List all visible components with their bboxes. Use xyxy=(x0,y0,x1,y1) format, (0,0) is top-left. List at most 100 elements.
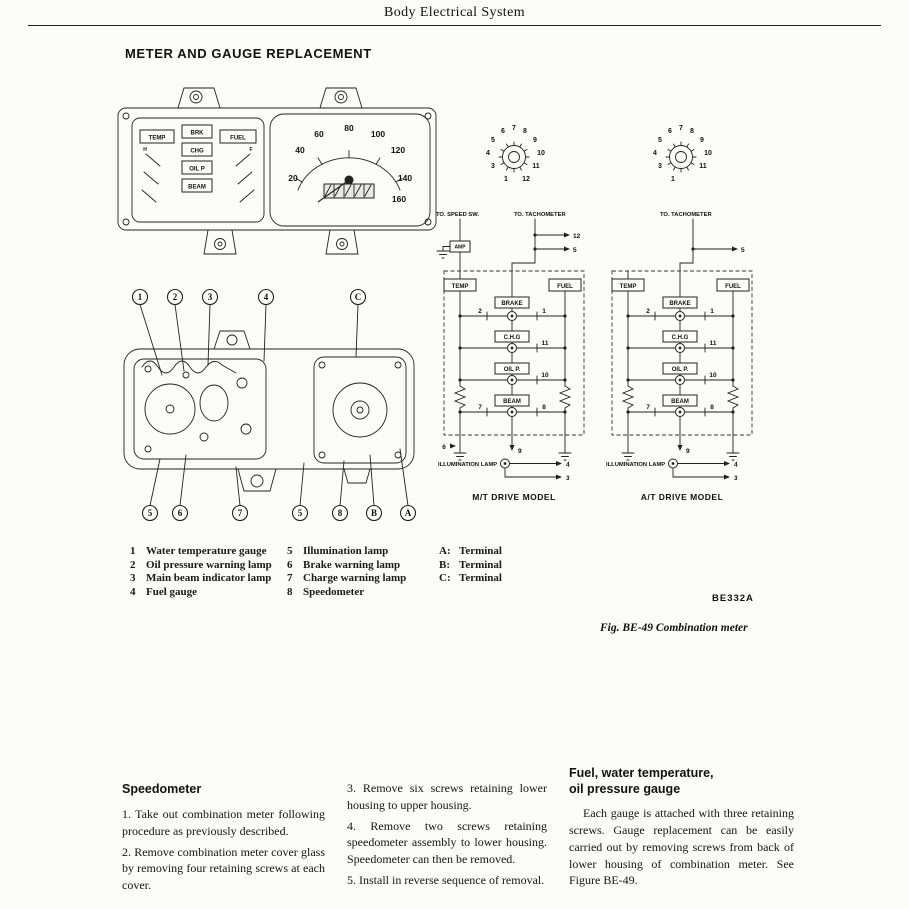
chg-label: C.H.G xyxy=(504,335,521,341)
callout-c: C xyxy=(355,292,362,302)
meter-boundary-dashed xyxy=(443,270,585,436)
terminal-4: 4 xyxy=(734,462,738,469)
brake-label: BRAKE xyxy=(669,301,690,307)
lamp-label-chg: CHG xyxy=(190,149,204,155)
step-4: 4. Remove two screws retaining speedomet… xyxy=(347,818,547,867)
label-to-speed-sw: TO. SPEED SW. xyxy=(436,212,479,218)
resistor-symbols xyxy=(453,385,572,409)
pin-3: 3 xyxy=(658,163,662,170)
dial-80: 80 xyxy=(344,123,354,133)
pin-12: 12 xyxy=(522,176,530,183)
brake-box xyxy=(662,296,698,309)
label-to-tachometer: TO. TACHOMETER xyxy=(514,212,566,218)
beam-box xyxy=(662,394,698,407)
figure-code: BE332A xyxy=(712,593,754,604)
gauge-openings xyxy=(144,361,402,459)
at-drive-caption: A/T DRIVE MODEL xyxy=(640,492,724,502)
pin-4: 4 xyxy=(653,150,657,157)
fuel-box xyxy=(716,278,750,292)
callout-1: 1 xyxy=(138,292,143,302)
lamp-label-fuel: FUEL xyxy=(230,136,246,142)
wiring-diagram-at: TO. TACHOMETER TEMP FUEL xyxy=(606,212,753,482)
connector-pinout-mt: 6 7 8 5 9 4 10 3 11 1 12 xyxy=(486,125,545,183)
terminal-10: 10 xyxy=(709,372,717,379)
pin-6: 6 xyxy=(668,128,672,135)
oilp-box xyxy=(494,362,530,375)
pin-11: 11 xyxy=(532,163,540,170)
fuel-gauge-f-mark: F xyxy=(249,147,252,153)
callouts-top: 1 2 3 4 C xyxy=(131,288,367,376)
fuel-gauge-needles xyxy=(235,153,255,203)
callout-a: A xyxy=(405,508,412,518)
column-fuel-gauge: Fuel, water temperature,oil pressure gau… xyxy=(569,766,794,898)
page-title: Body Electrical System xyxy=(384,5,525,20)
needle-hub xyxy=(344,175,354,185)
lamp-label-temp: TEMP xyxy=(149,136,166,142)
terminal-1: 1 xyxy=(710,308,714,315)
resistor-symbols xyxy=(621,385,740,409)
header-rule xyxy=(28,25,881,26)
junction-dots xyxy=(458,233,567,414)
terminal-5: 5 xyxy=(741,247,745,254)
pin-10: 10 xyxy=(537,150,545,157)
callout-4: 4 xyxy=(264,292,269,302)
terminal-11: 11 xyxy=(542,340,549,347)
pin-11: 11 xyxy=(699,163,707,170)
pin-8: 8 xyxy=(523,128,527,135)
dial-120: 120 xyxy=(391,145,405,155)
temp-box xyxy=(443,278,477,292)
column-speedometer: Speedometer 1. Take out combination mete… xyxy=(122,766,325,898)
legend-column-terminals: A:Terminal B:Terminal C:Terminal xyxy=(439,545,502,599)
pin-4: 4 xyxy=(486,150,490,157)
terminal-3: 3 xyxy=(566,475,570,482)
terminal-2: 2 xyxy=(478,308,482,315)
step-2: 2. Remove combination meter cover glass … xyxy=(122,844,325,893)
dial-140: 140 xyxy=(398,173,412,183)
terminal-arrows xyxy=(677,246,738,480)
figure-caption: Fig. BE-49 Combination meter xyxy=(600,622,748,634)
legend-item: A:Terminal xyxy=(439,545,502,557)
body-text: Speedometer 1. Take out combination mete… xyxy=(122,766,794,898)
speedometer-needle xyxy=(317,179,350,203)
terminal-1: 1 xyxy=(542,308,546,315)
meter-housing-outline xyxy=(123,330,415,492)
terminal-8: 8 xyxy=(710,404,714,411)
chg-box xyxy=(662,330,698,343)
ground-symbols xyxy=(621,452,740,461)
section-title: METER AND GAUGE REPLACEMENT xyxy=(125,46,372,61)
junction-dots xyxy=(626,247,735,414)
wiring-harness-squiggle xyxy=(141,360,237,374)
beam-label: BEAM xyxy=(671,399,689,405)
callout-6: 6 xyxy=(178,508,183,518)
pin-5: 5 xyxy=(491,137,495,144)
temp-box xyxy=(611,278,645,292)
meter-housing xyxy=(117,87,437,255)
pin-7: 7 xyxy=(512,125,516,132)
dial-100: 100 xyxy=(371,129,385,139)
terminal-4: 4 xyxy=(566,462,570,469)
fuel-box xyxy=(548,278,582,292)
terminal-6: 6 xyxy=(442,444,446,451)
callout-8: 8 xyxy=(338,508,343,518)
column-speedometer-cont: 3. Remove six screws retaining lower hou… xyxy=(347,766,547,898)
step-3: 3. Remove six screws retaining lower hou… xyxy=(347,781,547,812)
label-to-tachometer: TO. TACHOMETER xyxy=(660,212,712,218)
callout-5b: 5 xyxy=(298,508,303,518)
oilp-label: OIL P. xyxy=(504,367,521,373)
combination-meter-drawing: TEMP BRK FUEL CHG OIL P BEAM H F xyxy=(117,87,437,255)
lamp-symbols xyxy=(500,311,517,469)
callout-3: 3 xyxy=(208,292,213,302)
legend-item: B:Terminal xyxy=(439,558,502,571)
pin-1: 1 xyxy=(671,176,675,183)
terminal-3: 3 xyxy=(734,475,738,482)
terminal-12: 12 xyxy=(573,233,581,240)
fuel-gauge-heading: Fuel, water temperature,oil pressure gau… xyxy=(569,766,714,796)
dial-160: 160 xyxy=(392,194,406,204)
odometer xyxy=(323,183,375,199)
lamp-symbols xyxy=(668,311,685,469)
